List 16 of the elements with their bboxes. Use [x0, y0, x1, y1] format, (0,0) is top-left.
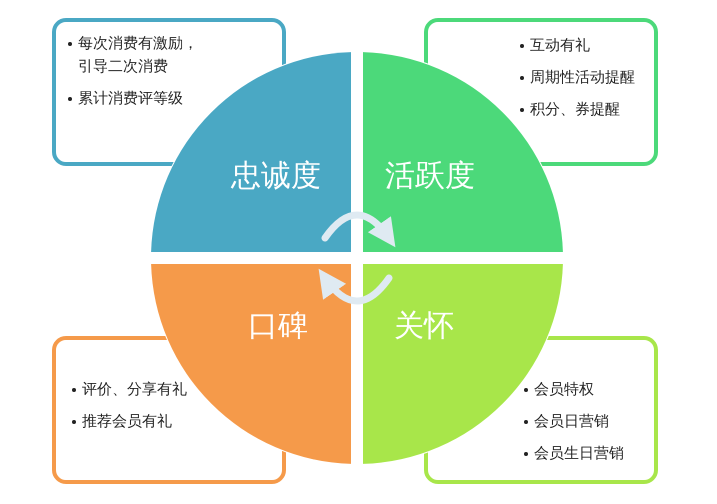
list-item: 周期性活动提醒	[530, 68, 635, 86]
list-item: 每次消费有激励，引导二次消费	[78, 34, 198, 75]
quadrant-sector	[151, 52, 351, 252]
sector-label: 关怀	[394, 308, 454, 346]
sector-label: 忠诚度	[231, 158, 321, 196]
list-item: 会员特权	[534, 380, 594, 398]
list-item: 评价、分享有礼	[82, 380, 187, 398]
sector-label: 口碑	[248, 308, 308, 346]
list-item: 推荐会员有礼	[82, 412, 172, 430]
list-item: 会员生日营销	[534, 444, 624, 462]
list-item: 会员日营销	[534, 412, 609, 430]
list-item: 积分、券提醒	[530, 100, 620, 118]
list-item: 累计消费评等级	[78, 89, 183, 107]
list-item: 互动有礼	[530, 36, 590, 54]
sector-label: 活跃度	[385, 158, 475, 196]
quadrant-sector	[363, 264, 563, 464]
